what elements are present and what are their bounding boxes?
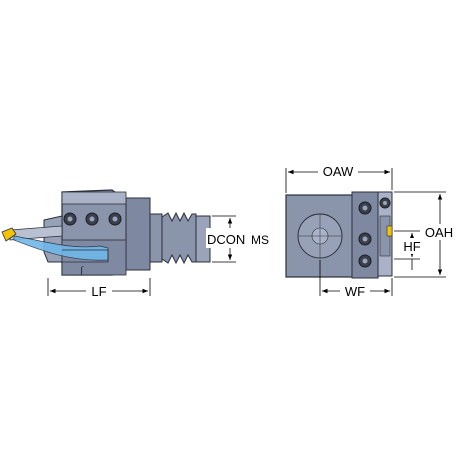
lf-label: LF <box>91 284 106 299</box>
lf-dimension: LF <box>47 278 151 299</box>
holder-top-band <box>61 191 127 205</box>
wf-label: WF <box>345 284 365 299</box>
front-insert <box>386 225 393 237</box>
dcon-dimension: DCON MS <box>206 215 269 263</box>
flange-screw-3 <box>358 254 372 268</box>
clamp-screw-2 <box>85 212 99 226</box>
oah-label: OAH <box>425 225 453 240</box>
hf-label: HF <box>403 239 420 254</box>
dcon-subscript: MS <box>251 233 269 247</box>
clamp-screw-3 <box>108 212 122 226</box>
flange-screw-2 <box>358 232 372 246</box>
cutting-insert <box>1 227 17 242</box>
dcon-label: DCON <box>207 232 245 247</box>
oaw-dimension: OAW <box>285 163 393 193</box>
wf-dimension: WF <box>319 260 393 299</box>
oah-dimension: OAH <box>394 191 458 278</box>
clamp-screw-1 <box>63 212 77 226</box>
rotation-mark-icon: ʃ <box>79 265 84 276</box>
serrated-shank <box>161 211 197 265</box>
shank-neck <box>149 213 163 263</box>
clamp-head-screw <box>379 197 391 209</box>
flange-screw-1 <box>358 201 372 215</box>
holder-collar <box>125 197 151 271</box>
side-view: ʃ <box>1 189 211 276</box>
oaw-label: OAW <box>323 164 354 179</box>
front-view <box>285 191 393 279</box>
hf-dimension: HF <box>394 230 426 270</box>
